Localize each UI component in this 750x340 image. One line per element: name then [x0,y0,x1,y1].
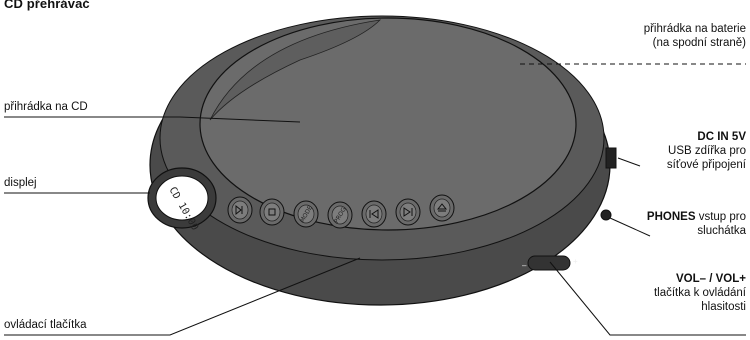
prog-button-face [331,205,349,225]
label-volume-line2: hlasitosti [701,301,746,313]
label-dc-in-line1: USB zdířka pro [668,145,746,157]
play-pause-icon [235,204,243,216]
page-title: CD přehrávač [4,0,90,11]
skip-back-icon [369,209,379,219]
dc-in-port [605,147,617,169]
label-battery-line1: přihrádka na baterie [643,23,746,35]
label-phones-line1: vstup pro [695,211,746,223]
label-phones-line2: sluchátka [697,225,746,237]
label-phones-title: PHONES [646,211,696,223]
label-control-buttons: ovládací tlačítka [4,319,87,331]
volume-rocker[interactable] [527,255,571,271]
mode-button-face [297,204,315,224]
leader-phones [609,217,651,237]
label-display: displej [4,177,37,189]
open-button-face [433,198,451,218]
vol-minus-text: – [522,261,527,270]
label-volume-line1: tlačítka k ovládání [653,287,746,299]
skip-back-button-face [365,204,383,224]
label-phones: PHONES vstup pro sluchátka [647,210,746,238]
open-icon [436,203,448,212]
skip-forward-icon [403,207,413,217]
label-dc-in: DC IN 5V USB zdířka pro síťové připojení [667,130,746,172]
leader-dc-in [617,157,641,167]
cd-lid[interactable] [199,17,577,231]
stop-button-face [263,202,281,222]
label-dc-in-line2: síťové připojení [666,159,746,171]
vol-plus-text: + [573,257,578,266]
display-screen [155,175,209,221]
label-battery-line2: (na spodní straně) [652,37,746,49]
label-volume-title: VOL– / VOL+ [676,273,746,285]
label-volume: VOL– / VOL+ tlačítka k ovládání hlasitos… [654,272,746,314]
label-cd-tray: přihrádka na CD [4,101,88,113]
leader-control-buttons [4,257,361,336]
stop-icon [268,208,276,216]
lid-recess [209,19,382,121]
leader-cd-tray [4,116,301,123]
label-battery: přihrádka na baterie (na spodní straně) [644,22,746,50]
phones-jack [600,209,612,221]
play-pause-button-face [231,200,249,220]
leader-volume [549,261,746,336]
skip-forward-button-face [399,202,417,222]
label-dc-in-title: DC IN 5V [697,131,746,143]
